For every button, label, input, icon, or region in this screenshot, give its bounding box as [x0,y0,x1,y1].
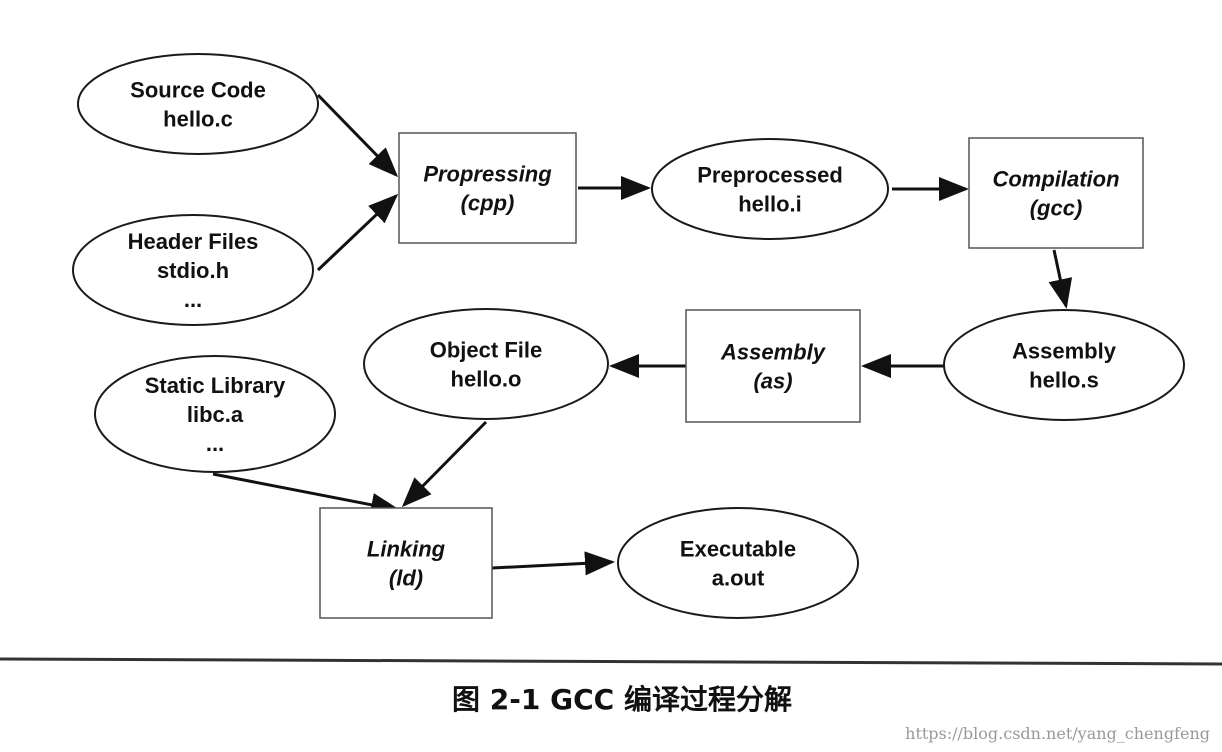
figure-caption: 图 2-1 GCC 编译过程分解 [452,683,792,716]
node-cpp-label: (cpp) [461,191,515,216]
node-preprocessed: Preprocessed hello.i [651,138,889,240]
node-source-shape [77,53,319,155]
node-object-label: Object File [430,338,542,363]
node-ld-label: Linking [367,537,446,562]
node-assembly-file-shape [943,309,1185,421]
node-static-lib: Static Library libc.a... [94,355,336,473]
node-header-label: ... [184,287,202,312]
node-static-lib-label: libc.a [187,402,244,427]
node-source-label: Source Code [130,78,266,103]
node-executable-label: a.out [712,566,765,591]
node-preprocessed-label: Preprocessed [697,163,843,188]
node-static-lib-shape [94,355,336,473]
arrow-header-to-cpp [316,193,399,272]
separator-line [0,657,1222,666]
arrow-static-lib-to-ld [212,472,401,517]
node-header: Header Files stdio.h... [72,214,314,326]
node-executable-shape [617,507,859,619]
node-ld-shape [319,507,493,619]
node-preprocessed-label: hello.i [738,192,802,217]
node-as: Assembly (as) [685,309,861,423]
node-header-shape [72,214,314,326]
node-as-shape [685,309,861,423]
watermark-url: https://blog.csdn.net/yang_chengfeng [905,724,1210,743]
node-gcc: Compilation (gcc) [968,137,1144,249]
node-static-lib-label: ... [206,431,224,456]
node-preprocessed-shape [651,138,889,240]
node-cpp: Propressing (cpp) [398,132,577,244]
node-as-label: (as) [753,369,792,394]
arrow-gcc-to-assembly-file [1048,249,1073,309]
node-cpp-label: Propressing [423,162,552,187]
node-object-shape [363,308,609,420]
node-header-label: stdio.h [157,258,229,283]
node-assembly-file: Assembly hello.s [943,309,1185,421]
edges [212,93,1073,576]
arrow-object-to-ld [401,420,488,508]
node-executable-label: Executable [680,537,796,562]
node-source-label: hello.c [163,107,233,132]
node-gcc-label: Compilation [992,167,1119,192]
node-cpp-shape [398,132,577,244]
node-gcc-shape [968,137,1144,249]
node-executable: Executable a.out [617,507,859,619]
node-object: Object File hello.o [363,308,609,420]
node-ld-label: (ld) [389,566,423,591]
node-as-label: Assembly [720,340,827,365]
node-source: Source Code hello.c [77,53,319,155]
node-header-label: Header Files [128,229,259,254]
node-assembly-file-label: hello.s [1029,368,1099,393]
node-object-label: hello.o [451,367,522,392]
arrow-ld-to-executable [491,551,615,576]
node-gcc-label: (gcc) [1030,196,1083,221]
node-static-lib-label: Static Library [145,373,286,398]
node-assembly-file-label: Assembly [1012,339,1117,364]
node-ld: Linking (ld) [319,507,493,619]
arrow-source-to-cpp [316,93,399,178]
